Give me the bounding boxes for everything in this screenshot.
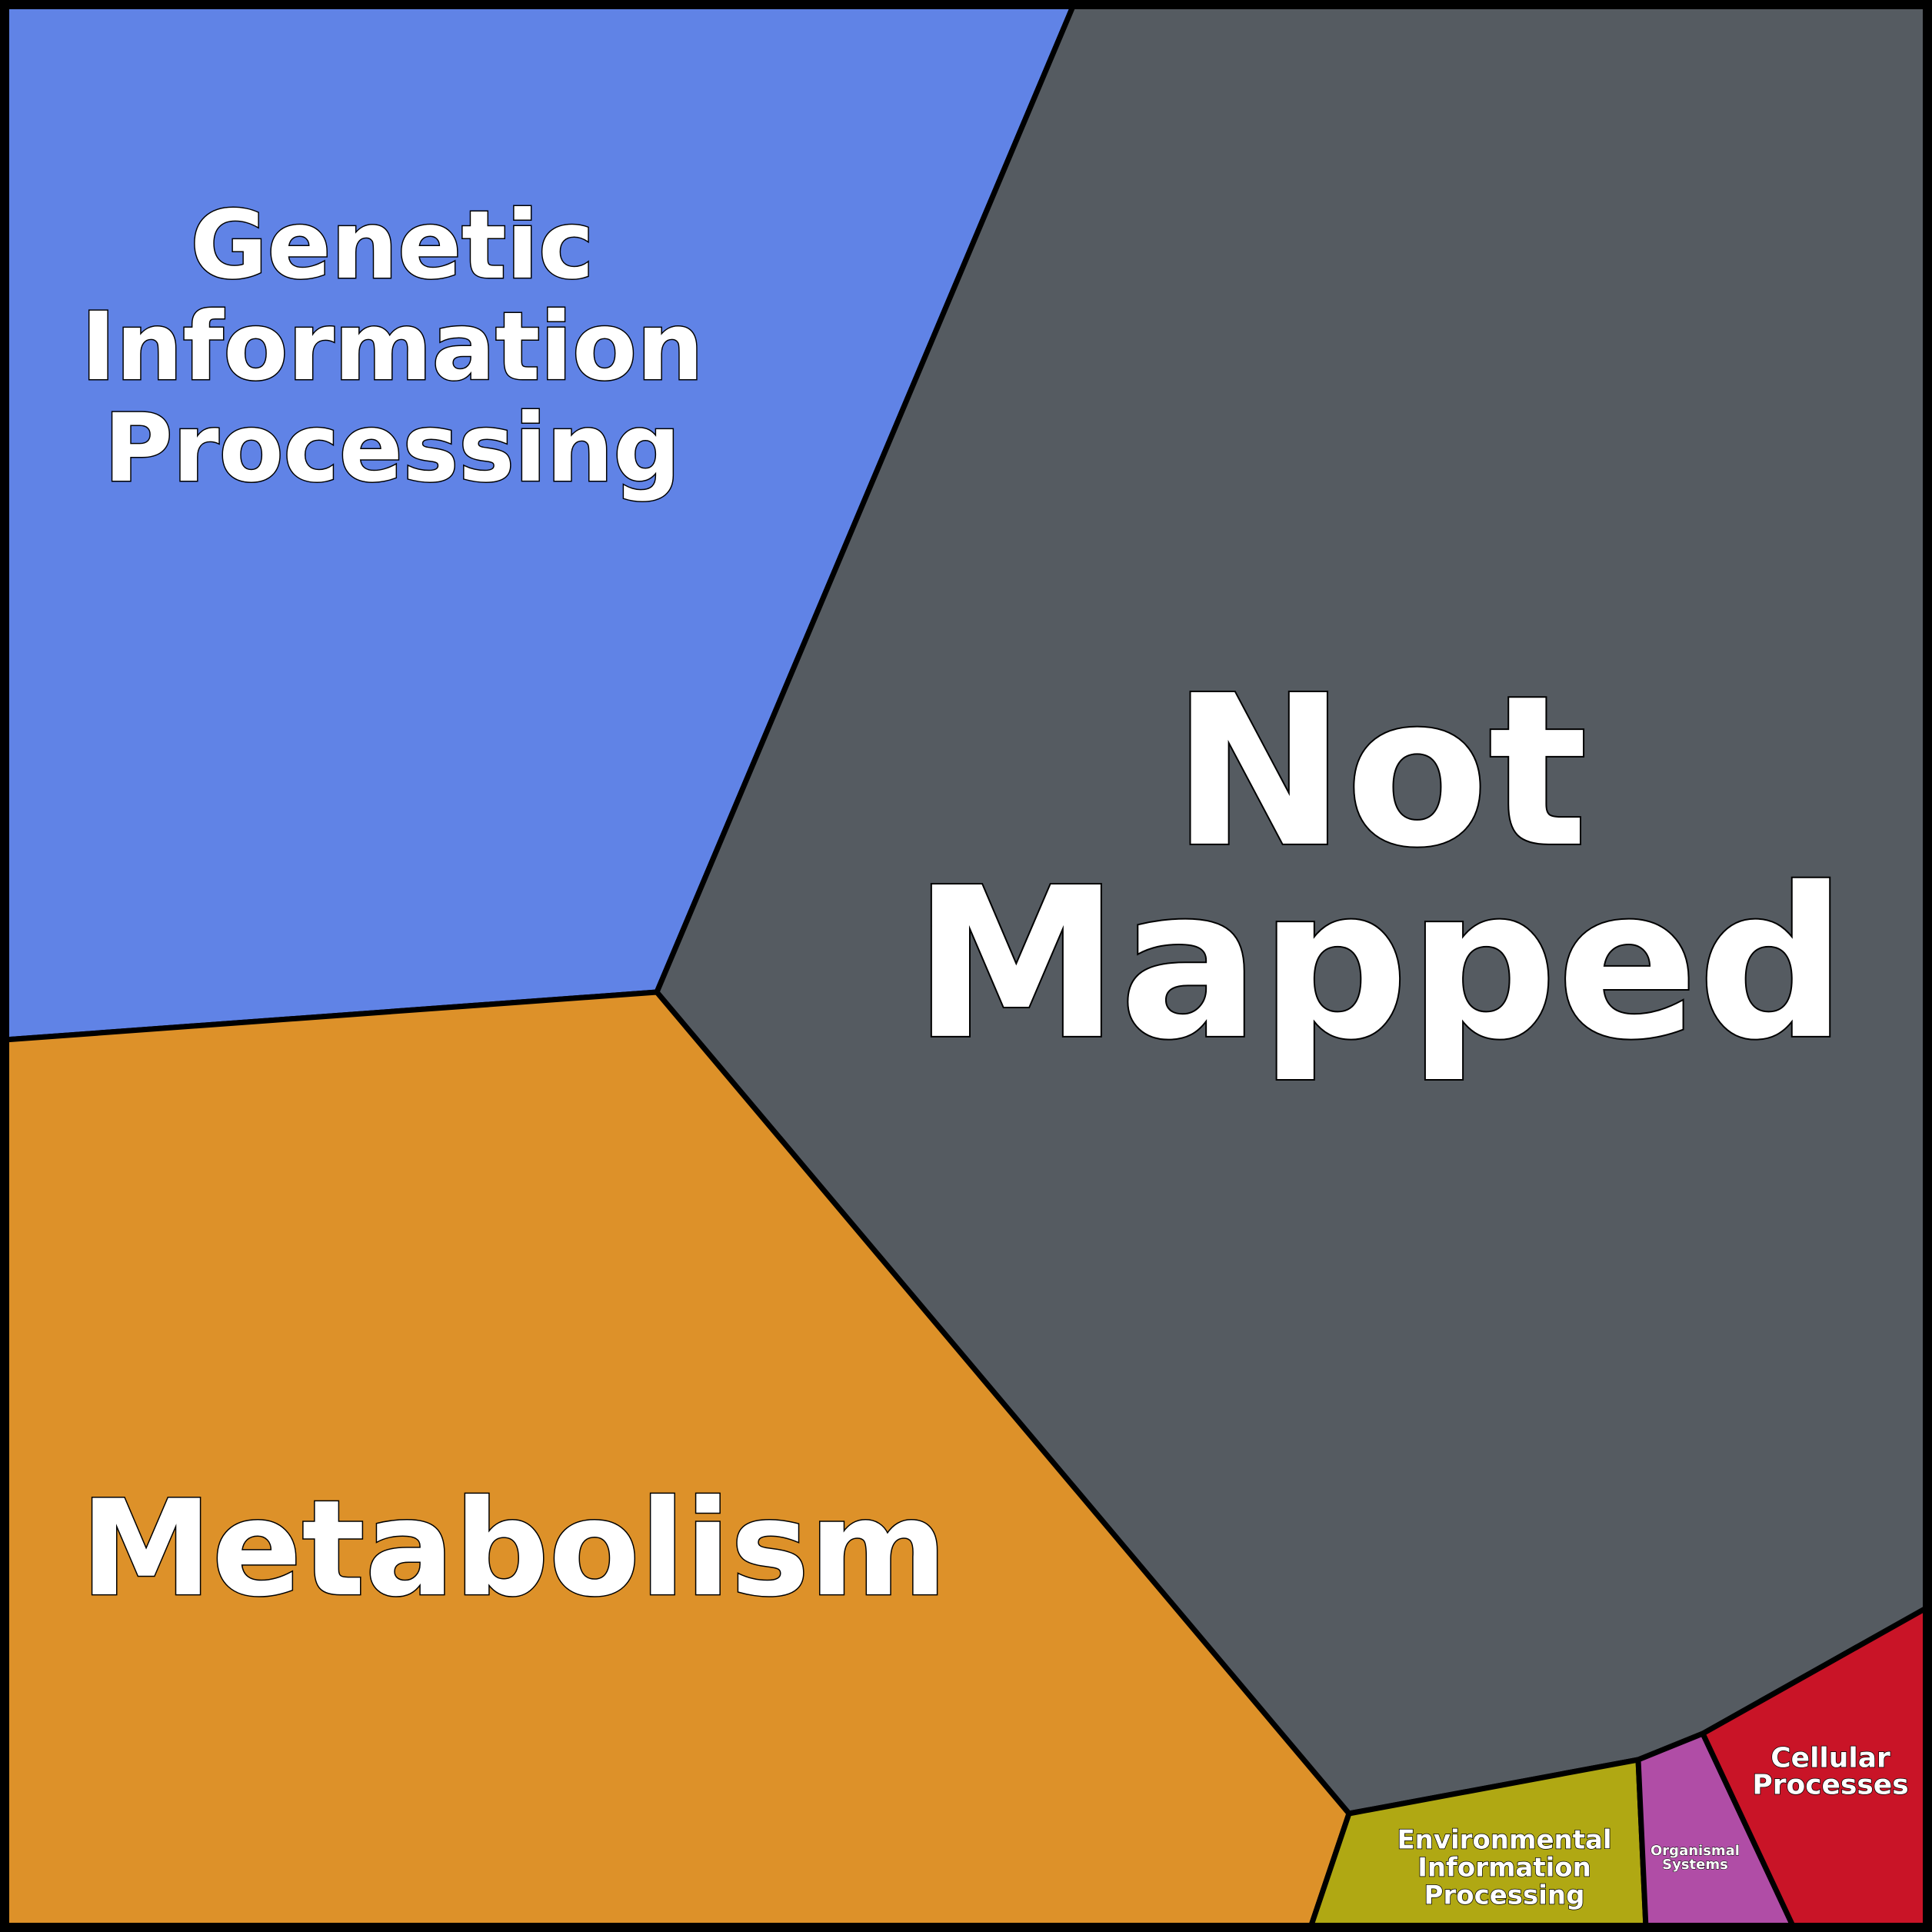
label-genetic-line-2: Information — [81, 292, 704, 401]
label-not-mapped-line-1: Not — [1172, 651, 1588, 893]
label-organismal-line-2: Systems — [1662, 1857, 1728, 1873]
label-environmental-line-1: Environmental — [1397, 1825, 1611, 1856]
label-organismal-line-1: Organismal — [1651, 1843, 1740, 1859]
label-cellular-line-1: Cellular — [1770, 1743, 1890, 1774]
label-cellular-line-2: Processes — [1752, 1770, 1908, 1801]
treemap-labels: GeneticInformationProcessingNotMappedMet… — [79, 190, 1909, 1912]
label-environmental-line-3: Processing — [1424, 1880, 1585, 1911]
label-environmental-line-2: Information — [1417, 1853, 1591, 1884]
label-not-mapped-line-2: Mapped — [913, 843, 1847, 1085]
label-genetic-line-1: Genetic — [191, 191, 595, 300]
label-genetic-line-3: Processing — [104, 394, 681, 503]
label-metabolism-line-1: Metabolism — [81, 1471, 948, 1626]
